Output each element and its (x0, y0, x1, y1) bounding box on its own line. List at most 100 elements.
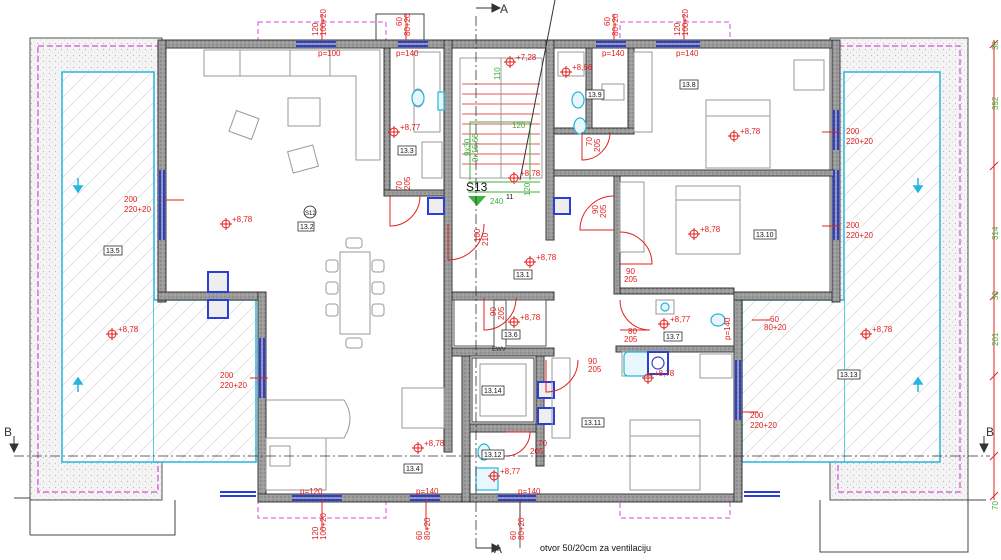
room-tag-13-6: 13.6 (504, 332, 518, 339)
dim-100-bottom: 100+20 (319, 513, 328, 540)
section-b-left: B (4, 425, 12, 439)
ewv-label: EWV (492, 347, 506, 353)
dim-200-right-top: 200 (846, 127, 860, 136)
stair-path (468, 121, 540, 193)
level-bed-13-10: +8,78 (700, 225, 721, 234)
dim-p140-f: p=140 (723, 317, 732, 340)
dim-chain-right (989, 39, 999, 501)
dim-80: 80 (628, 327, 637, 336)
section-arrows (9, 3, 989, 553)
dim-210-hall: 210 (481, 232, 490, 246)
ventilation-note: otvor 50/20cm za ventilaciju (540, 543, 651, 553)
dim-70-b: 70 (585, 137, 594, 146)
level-13-4: +8,78 (424, 439, 445, 448)
dim-70: 70 (538, 439, 547, 448)
dim-30-a: 30 (991, 41, 1000, 50)
dim-205-f: 205 (593, 138, 602, 152)
dim-p140-c: p=140 (676, 49, 699, 58)
dim-70-right: 70 (991, 501, 1000, 510)
dim-100-hall: 100 (473, 228, 482, 242)
dim-p140-b: p=140 (602, 49, 625, 58)
room-tag-13-4: 13.4 (406, 466, 420, 473)
room-tag-13-10: 13.10 (756, 232, 774, 239)
room-tag-13-3: 13.3 (400, 148, 414, 155)
dim-220-lower-left: 220+20 (220, 381, 247, 390)
terrace-right (741, 37, 969, 501)
furniture (203, 49, 825, 491)
level-bed-13-11: +8,78 (654, 369, 675, 378)
stair-arrow-icon (468, 196, 486, 206)
room-tag-13-5: 13.5 (106, 248, 120, 255)
room-tag-13-9: 13.9 (588, 92, 602, 99)
labels: A A B B S13 13.2 S12 13.3 13.4 13.5 13.6… (4, 2, 1000, 556)
dim-120-bottom: 120 (311, 526, 320, 540)
dim-200-right-mid: 200 (846, 221, 860, 230)
room-tag-13-1: 13.1 (516, 272, 530, 279)
dim-100-top-b: 100+20 (681, 9, 690, 36)
balcony-strips (257, 21, 731, 519)
dim-205-a: 205 (588, 365, 602, 374)
section-b-right: B (986, 425, 994, 439)
dim-90-b: 90 (626, 267, 635, 276)
dim-60-top-b: 60 (603, 17, 612, 26)
dim-205-b: 205 (624, 275, 638, 284)
level-landing: +8,78 (520, 169, 541, 178)
dim-70-bath: 70 (395, 181, 404, 190)
level-13-12: +8,77 (500, 467, 521, 476)
room-tag-13-11: 13.11 (584, 420, 601, 427)
dim-90-a: 90 (588, 357, 597, 366)
room-tag-13-12: 13.12 (484, 452, 502, 459)
dim-p100: p=100 (318, 49, 341, 58)
dim-p120: p=120 (300, 487, 323, 496)
room-tag-s12: S12 (305, 211, 316, 217)
dim-200-left: 200 (124, 195, 138, 204)
level-living: +8,78 (232, 215, 253, 224)
door-swings (389, 131, 653, 457)
dim-stair-riser: 9x16,66 (471, 133, 480, 162)
dim-220-right-mid: 220+20 (846, 231, 873, 240)
dim-240: 240 (490, 197, 504, 206)
dim-120-landing: 120 (523, 182, 532, 196)
dim-60-bottom-b: 60 (509, 531, 518, 540)
dim-205-g: 205 (497, 306, 506, 320)
dim-80-bottom-b: 80+20 (517, 517, 526, 540)
dim-220-left: 220+20 (124, 205, 151, 214)
dim-120-top-b: 120 (673, 22, 682, 36)
level-bath-13-3: +8,77 (400, 123, 421, 132)
dim-352: 352 (991, 96, 1000, 110)
section-a-bottom: A (494, 542, 502, 556)
level-13-6: +8,78 (520, 313, 541, 322)
dim-220-right-low: 220+20 (750, 421, 777, 430)
dim-205-e: 205 (599, 204, 608, 218)
dim-30-b: 30 (991, 291, 1000, 300)
dim-220-right-top: 220+20 (846, 137, 873, 146)
dim-205-bath: 205 (403, 176, 412, 190)
dim-80-top: 80+20 (403, 13, 412, 36)
walls (157, 39, 841, 503)
washer (647, 351, 669, 375)
room-tag-13-8: 13.8 (682, 82, 696, 89)
dim-90-c: 90 (591, 205, 600, 214)
level-13-9: +8,66 (572, 63, 593, 72)
dim-80-top-b: 80+20 (611, 13, 620, 36)
room-tag-13-14: 13.14 (484, 388, 502, 395)
terrace-left (29, 37, 264, 501)
dim-314: 314 (991, 226, 1000, 240)
dim-p140-e: p=140 (518, 487, 541, 496)
dim-200-right-low: 200 (750, 411, 764, 420)
section-a-top: A (500, 2, 508, 16)
dim-100-top-a: 100+20 (319, 9, 328, 36)
dim-205-c: 205 (624, 335, 638, 344)
room-tag-13-13: 13.13 (840, 372, 858, 379)
leader-line (519, 0, 556, 181)
dim-80-right: 80+20 (764, 323, 787, 332)
stairs (459, 57, 543, 179)
dim-ticks (166, 131, 840, 413)
dim-60-top: 60 (395, 17, 404, 26)
dim-80-bottom: 80+20 (423, 517, 432, 540)
dim-90-d: 90 (489, 307, 498, 316)
level-hall-13-1: +8,78 (536, 253, 557, 262)
stair-count: 11 (506, 194, 513, 201)
dim-201: 201 (991, 332, 1000, 346)
